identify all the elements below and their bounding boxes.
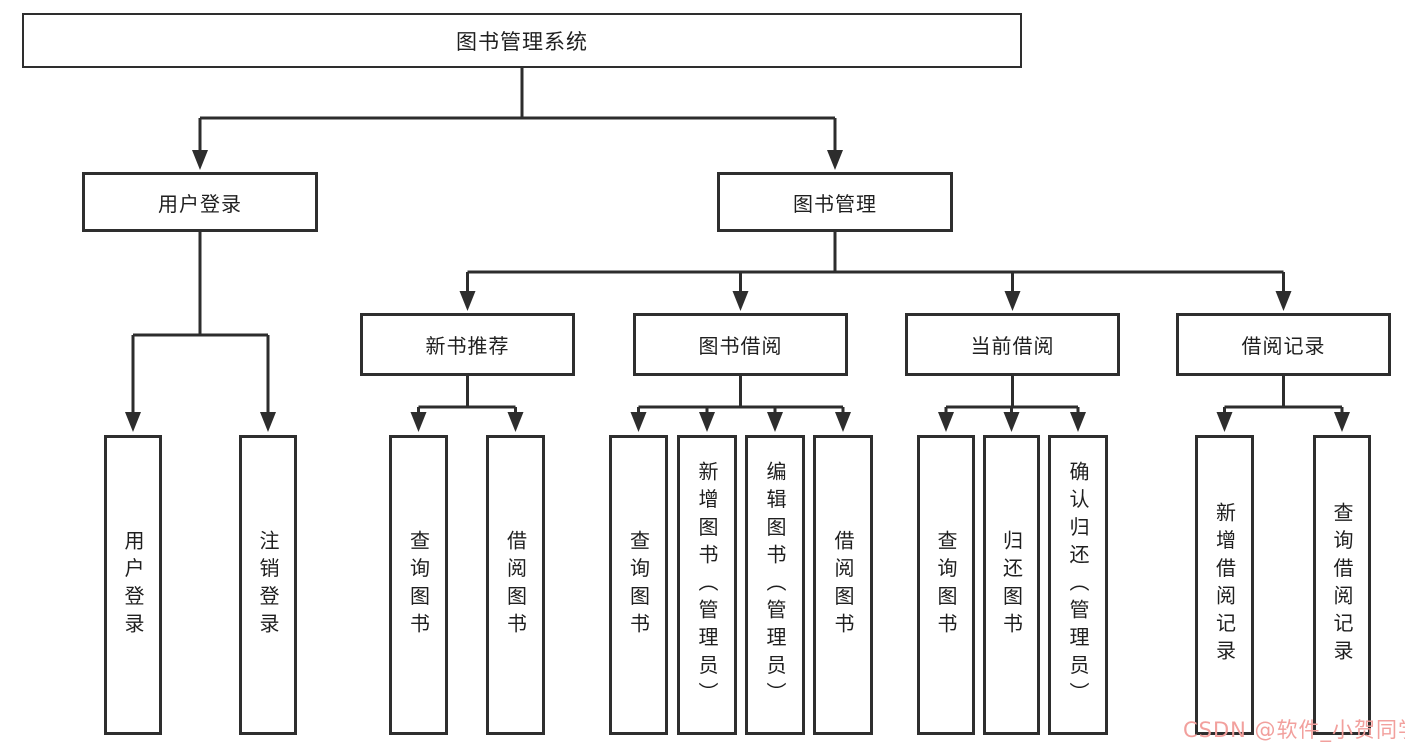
- arrowhead-icon: [192, 150, 208, 170]
- node-label: 查询图书: [626, 529, 651, 641]
- arrowhead-icon: [1004, 291, 1021, 311]
- node-label: 归还图书: [999, 529, 1024, 641]
- leaf-borrow-books-1: 借阅图书: [486, 435, 545, 735]
- node-label: 注销登录: [256, 529, 280, 641]
- arrowhead-icon: [827, 150, 843, 170]
- node-label: 查询图书: [934, 529, 958, 641]
- node-new-book-recommendation: 新书推荐: [360, 313, 575, 376]
- arrowhead-icon: [732, 291, 749, 311]
- leaf-query-books-2: 查询图书: [609, 435, 668, 735]
- leaf-return-book: 归还图书: [983, 435, 1040, 735]
- connector-current-borrow-children: [938, 376, 1086, 432]
- node-label: 图书管理系统: [456, 29, 588, 54]
- arrowhead-icon: [260, 412, 276, 432]
- node-borrowing-records: 借阅记录: [1176, 313, 1391, 376]
- leaf-edit-book-admin: 编辑图书（管理员）: [745, 435, 805, 735]
- connector-root-to-level2: [192, 68, 843, 170]
- connector-borrow-records-children: [1216, 376, 1350, 432]
- node-label: 新书推荐: [425, 334, 510, 358]
- node-label: 用户登录: [158, 191, 242, 216]
- leaf-confirm-return-admin: 确认归还（管理员）: [1048, 435, 1108, 735]
- arrowhead-icon: [938, 412, 954, 432]
- node-label: 确认归还（管理员）: [1066, 460, 1090, 710]
- leaf-add-book-admin: 新增图书（管理员）: [677, 435, 737, 735]
- arrowhead-icon: [767, 412, 783, 432]
- node-book-borrowing: 图书借阅: [633, 313, 848, 376]
- leaf-logout: 注销登录: [239, 435, 297, 735]
- leaf-borrow-books-2: 借阅图书: [813, 435, 873, 735]
- node-label: 图书借阅: [698, 334, 783, 358]
- node-current-borrowing: 当前借阅: [905, 313, 1120, 376]
- node-label: 编辑图书（管理员）: [763, 460, 787, 710]
- node-label: 图书管理: [793, 191, 877, 216]
- node-label: 借阅记录: [1241, 334, 1326, 358]
- arrowhead-icon: [1334, 412, 1350, 432]
- node-label: 查询图书: [406, 529, 431, 641]
- leaf-add-borrow-record: 新增借阅记录: [1195, 435, 1254, 735]
- arrowhead-icon: [1003, 412, 1020, 432]
- node-user-login: 用户登录: [82, 172, 318, 232]
- node-label: 用户登录: [121, 529, 145, 641]
- arrowhead-icon: [835, 412, 851, 432]
- node-root-library-system: 图书管理系统: [22, 13, 1022, 68]
- arrowhead-icon: [459, 291, 476, 311]
- node-book-management: 图书管理: [717, 172, 953, 232]
- arrowhead-icon: [630, 412, 647, 432]
- leaf-user-login: 用户登录: [104, 435, 162, 735]
- node-label: 新增图书（管理员）: [695, 460, 719, 710]
- connector-book-borrow-children: [630, 376, 851, 432]
- arrowhead-icon: [1275, 291, 1292, 311]
- arrowhead-icon: [507, 412, 524, 432]
- arrowhead-icon: [1070, 412, 1086, 432]
- arrowhead-icon: [699, 412, 715, 432]
- leaf-query-books-1: 查询图书: [389, 435, 448, 735]
- connector-user-login-children: [125, 232, 276, 432]
- node-label: 查询借阅记录: [1330, 502, 1354, 668]
- connector-new-book-recommend-children: [410, 376, 524, 432]
- csdn-watermark: CSDN @软件_小贺同学: [1183, 718, 1405, 742]
- arrowhead-icon: [125, 412, 141, 432]
- node-label: 借阅图书: [831, 529, 855, 641]
- arrowhead-icon: [1216, 412, 1233, 432]
- connector-book-management-children: [459, 232, 1292, 311]
- leaf-query-borrow-record: 查询借阅记录: [1313, 435, 1371, 735]
- node-label: 新增借阅记录: [1212, 502, 1237, 668]
- leaf-query-books-3: 查询图书: [917, 435, 975, 735]
- arrowhead-icon: [410, 412, 427, 432]
- node-label: 借阅图书: [503, 529, 528, 641]
- node-label: 当前借阅: [970, 334, 1055, 358]
